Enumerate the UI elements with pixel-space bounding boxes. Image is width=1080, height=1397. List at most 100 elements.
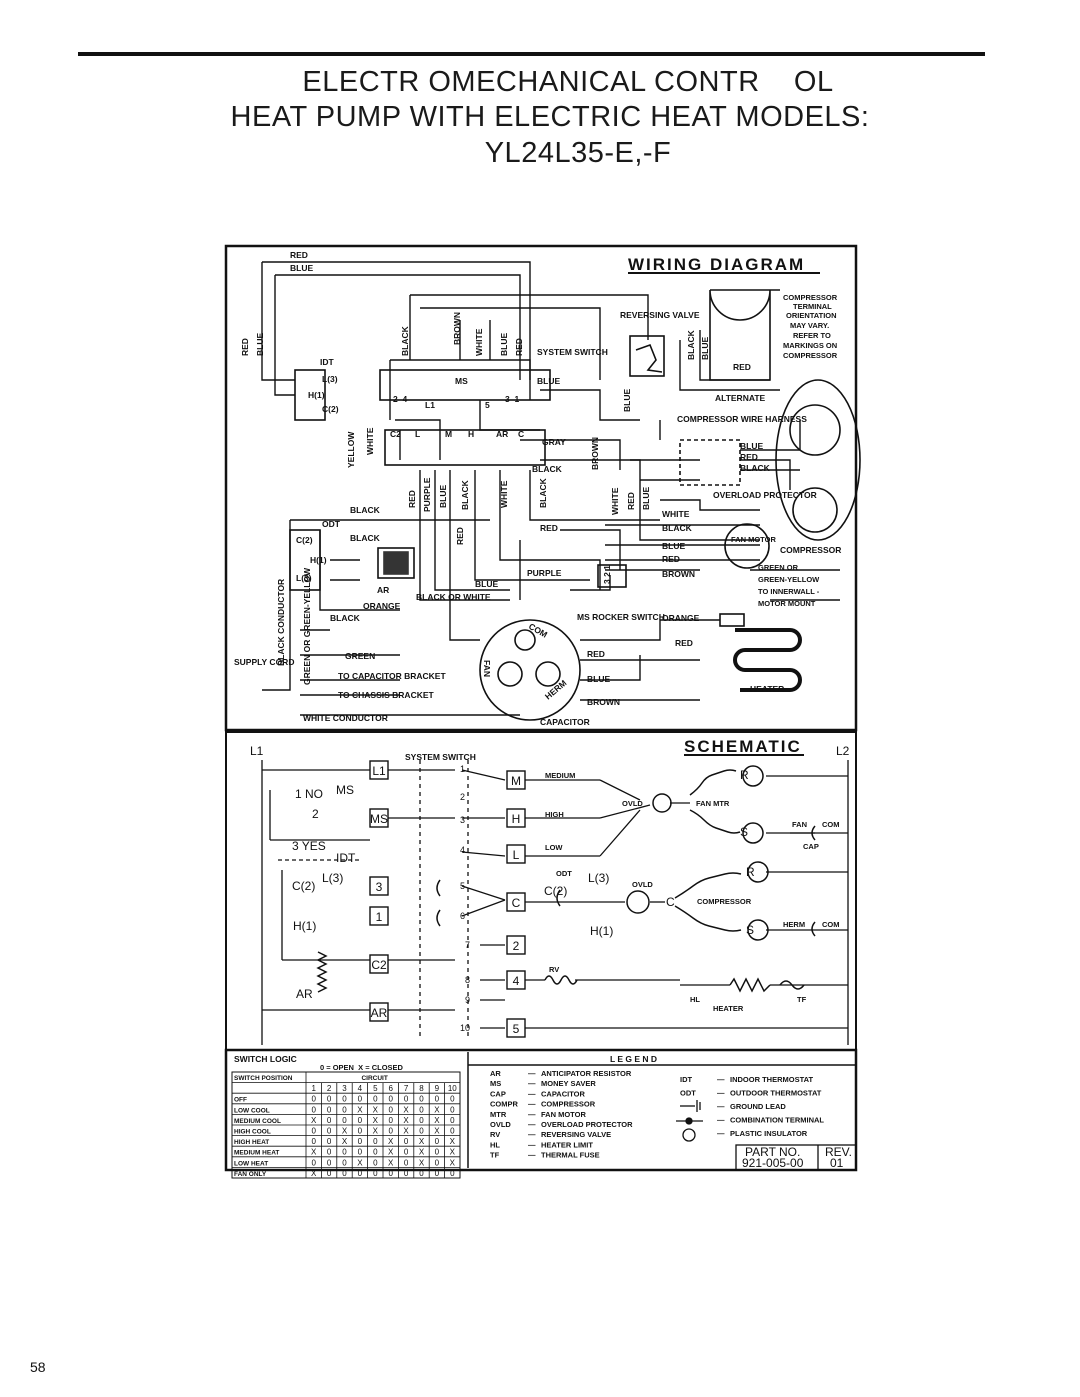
logic-cell: 0 (404, 1137, 409, 1146)
legend-dash: — (717, 1116, 725, 1125)
logic-cell: 0 (388, 1095, 393, 1104)
sch-l3: L(3) (322, 871, 343, 885)
lbl-herm-cap: HERM (543, 678, 569, 702)
lbl-reversing-valve: REVERSING VALVE (620, 310, 700, 320)
lbl-to-chassis-bracket: TO CHASSIS BRACKET (338, 690, 435, 700)
logic-cell: 0 (419, 1105, 424, 1114)
header-rule (78, 52, 985, 56)
lbl-heater: HEATER (750, 684, 784, 694)
logic-circuit-8: 8 (419, 1084, 424, 1093)
contact-1: 1 (460, 764, 465, 774)
logic-cell: 0 (404, 1169, 409, 1178)
note-line-7: COMPRESSOR (783, 351, 838, 360)
legend-desc: PLASTIC INSULATOR (730, 1129, 808, 1138)
logic-cell: X (357, 1158, 363, 1167)
compressor-note: COMPRESSOR TERMINAL ORIENTATION MAY VARY… (758, 293, 838, 608)
sch-s-fan: S (740, 825, 748, 839)
vlbl-blue2: BLUE (499, 333, 509, 356)
legend-dash: — (528, 1079, 536, 1088)
lbl-red-heater: RED (675, 638, 693, 648)
lbl-idt-l3: L(3) (322, 374, 338, 384)
legend-desc: GROUND LEAD (730, 1102, 786, 1111)
logic-row-name: HIGH COOL (234, 1129, 271, 1136)
lbl-idt-c2: C(2) (322, 404, 339, 414)
box-5: 5 (513, 1022, 520, 1036)
box-l1: L1 (372, 764, 386, 778)
reversing-valve-coil (635, 343, 663, 373)
logic-cell: X (373, 1127, 379, 1136)
box-ms: MS (370, 812, 388, 826)
lbl-m: M (445, 429, 452, 439)
vlbl-brown-r: BROWN (590, 437, 600, 470)
vlbl-white-l2: WHITE (499, 480, 509, 508)
logic-cell: X (419, 1148, 425, 1157)
logic-cell: 0 (358, 1169, 363, 1178)
lbl-red-fan: RED (662, 554, 680, 564)
lbl-c-term: C (518, 429, 524, 439)
logic-circuit-2: 2 (327, 1084, 332, 1093)
legend-dash: — (717, 1089, 725, 1098)
sch-system-switch: SYSTEM SWITCH (405, 752, 476, 762)
vlbl-white: WHITE (474, 328, 484, 356)
legend-abbr: CAP (490, 1089, 506, 1098)
legend-dash: — (717, 1129, 725, 1138)
overload-part (719, 613, 745, 627)
compressor-alternate (775, 379, 861, 541)
legend-desc: INDOOR THERMOSTAT (730, 1075, 813, 1084)
switch-logic-title: SWITCH LOGIC (234, 1054, 297, 1064)
legend-dash: — (528, 1151, 536, 1160)
sch-fan-mtr: FAN MTR (696, 799, 730, 808)
note-line-2: TERMINAL (793, 302, 832, 311)
logic-cell: X (450, 1158, 456, 1167)
schematic-boxes (369, 760, 526, 1038)
logic-cell: 0 (327, 1137, 332, 1146)
vlbl-blue-l: BLUE (438, 485, 448, 508)
logic-circuit-10: 10 (448, 1084, 457, 1093)
logic-cell: X (342, 1127, 348, 1136)
lbl-orange-r: ORANGE (662, 613, 700, 623)
lbl-red-top: RED (290, 250, 308, 260)
legend-dash: — (528, 1069, 536, 1078)
capacitor-body (479, 619, 581, 721)
lbl-system-switch: SYSTEM SWITCH (537, 347, 608, 357)
logic-cell: X (357, 1105, 363, 1114)
lbl-blue-ss: BLUE (537, 376, 560, 386)
schematic-contacts: 1 2 3 4 5 6 7 8 9 10 (460, 764, 470, 1033)
lbl-rocker-nums: 3 2 1 (602, 565, 612, 584)
logic-cell: X (311, 1116, 317, 1125)
lbl-red-comp: RED (733, 362, 751, 372)
lbl-h: H (468, 429, 474, 439)
box-1: 1 (376, 910, 383, 924)
vlbl-blue-rv: BLUE (622, 389, 632, 412)
contact-2: 2 (460, 792, 465, 802)
logic-circuit-3: 3 (342, 1084, 347, 1093)
legend-title: L E G E N D (610, 1054, 657, 1064)
logic-cell: 0 (373, 1158, 378, 1167)
legend-desc: MONEY SAVER (541, 1079, 596, 1088)
sch-c-comp: C (666, 895, 675, 909)
logic-cell: 0 (358, 1137, 363, 1146)
sch-two: 2 (312, 807, 319, 821)
logic-cell: 0 (342, 1169, 347, 1178)
lbl-ar: AR (377, 585, 389, 595)
sch-h1: H(1) (293, 919, 316, 933)
sch-com-fan: COM (822, 820, 840, 829)
logic-cell: X (388, 1137, 394, 1146)
compressor-terminal-top (709, 289, 771, 381)
logic-cell: 0 (327, 1169, 332, 1178)
sch-heater: HEATER (713, 1004, 744, 1013)
legend-dash: — (717, 1102, 725, 1111)
lbl-compressor-w: COMPRESSOR (780, 545, 841, 555)
lbl-odt: ODT (322, 519, 341, 529)
gy-note-3: TO INNERWALL - (758, 587, 820, 596)
legend-abbr: HL (490, 1140, 500, 1149)
legend-desc: COMPRESSOR (541, 1100, 596, 1109)
note-line-3: ORIENTATION (786, 311, 837, 320)
sch-l2: L2 (836, 744, 850, 758)
sch-ar: AR (296, 987, 313, 1001)
lbl-odt-h1: H(1) (310, 555, 327, 565)
lbl-black-odt2: BLACK (350, 533, 381, 543)
logic-cell: 0 (435, 1148, 440, 1157)
logic-row-name: MEDIUM HEAT (234, 1150, 279, 1157)
